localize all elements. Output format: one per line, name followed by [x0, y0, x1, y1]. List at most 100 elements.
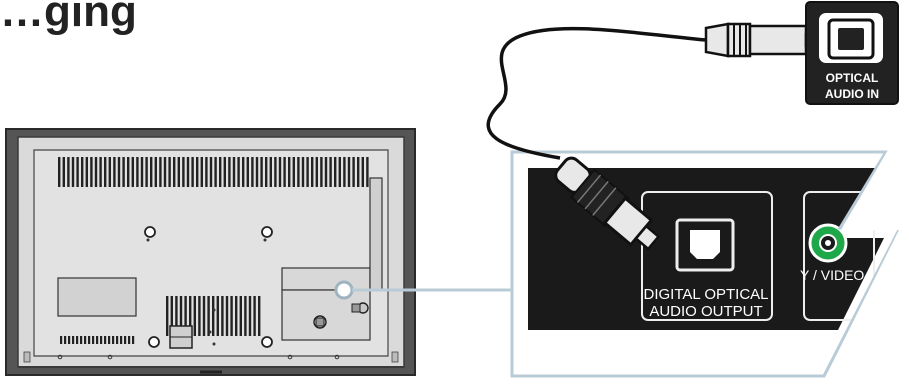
vent-slat — [182, 157, 185, 187]
vent-slat — [76, 336, 79, 344]
vent-slat — [278, 157, 282, 187]
vent-slat — [306, 157, 309, 187]
vent-slat — [212, 296, 215, 336]
vent-slat — [301, 157, 305, 187]
vent-slat — [205, 157, 208, 187]
vent-slat — [112, 336, 115, 344]
vent-slat — [338, 157, 341, 187]
vent-slat — [68, 336, 71, 344]
vent-slat — [242, 157, 245, 187]
tv-vent-lower-middle — [166, 296, 261, 336]
vent-slat — [248, 296, 252, 336]
vent-slat — [173, 157, 176, 187]
vent-slat — [343, 157, 346, 187]
vent-slat — [260, 157, 263, 187]
vent-slat — [131, 157, 134, 187]
vent-slat — [179, 296, 183, 336]
vent-slat — [198, 296, 201, 336]
tv-optical-port-marker — [334, 280, 354, 300]
vent-slat — [177, 157, 180, 187]
vent-slat — [258, 296, 261, 336]
vent-slat — [163, 157, 167, 187]
vent-slat — [232, 157, 236, 187]
vent-slat — [214, 157, 217, 187]
vent-slat — [71, 157, 75, 187]
vent-slat — [58, 157, 61, 187]
vent-slat — [239, 296, 242, 336]
vent-slat — [104, 157, 107, 187]
vent-slat — [244, 296, 247, 336]
vent-slat — [108, 336, 111, 344]
optical-cable — [486, 26, 707, 160]
vent-slat — [154, 157, 157, 187]
vent-slat — [315, 157, 318, 187]
vent-slat — [361, 157, 364, 187]
vent-slat — [209, 157, 213, 187]
vent-slat — [166, 296, 169, 336]
vent-slat — [94, 157, 98, 187]
optical-in-label-line2: AUDIO IN — [825, 87, 879, 101]
vent-slat — [99, 157, 102, 187]
vent-slat — [253, 296, 256, 336]
heading-fragment: …ging — [0, 0, 137, 36]
vent-slat — [202, 296, 206, 336]
vent-slat — [219, 157, 222, 187]
vent-slat — [347, 157, 351, 187]
port-label-line2: AUDIO OUTPUT — [649, 303, 762, 320]
digital-optical-output-housing — [641, 191, 773, 321]
vent-slat — [292, 157, 295, 187]
vent-slat — [320, 157, 323, 187]
vent-slat — [186, 157, 190, 187]
vent-slat — [216, 296, 219, 336]
vent-slat — [108, 157, 111, 187]
vent-slat — [96, 336, 99, 344]
y-video-label: Y / VIDEO — [800, 267, 864, 283]
vent-slat — [235, 296, 238, 336]
vent-slat — [168, 157, 171, 187]
vent-slat — [230, 296, 233, 336]
vent-slat — [246, 157, 249, 187]
vent-slat — [120, 336, 123, 344]
vent-slat — [122, 157, 125, 187]
mount-screw-hole — [261, 336, 273, 348]
optical-plug-device-end — [704, 22, 824, 58]
vent-slat — [132, 336, 135, 344]
vent-slat — [117, 157, 121, 187]
tv-back-view — [5, 128, 416, 376]
vent-slat — [196, 157, 199, 187]
vent-slat — [255, 157, 259, 187]
optical-in-label-line1: OPTICAL — [826, 71, 879, 85]
vent-slat — [269, 157, 272, 187]
vent-slat — [136, 157, 139, 187]
vent-slat — [207, 296, 210, 336]
vent-slat — [251, 157, 254, 187]
vent-slat — [191, 157, 194, 187]
vent-slat — [62, 157, 65, 187]
vent-slat — [76, 157, 79, 187]
vent-slat — [237, 157, 240, 187]
vent-slat — [92, 336, 95, 344]
vent-slat — [225, 296, 229, 336]
vent-slat — [200, 157, 203, 187]
vent-slat — [124, 336, 127, 344]
vent-slat — [265, 157, 268, 187]
tv-vent-top — [58, 157, 369, 187]
vent-slat — [128, 336, 131, 344]
optical-plug-tv-end — [554, 156, 661, 251]
vent-slat — [127, 157, 130, 187]
vent-slat — [228, 157, 231, 187]
vent-slat — [140, 157, 144, 187]
vent-slat — [297, 157, 300, 187]
vent-slat — [80, 336, 83, 344]
vent-slat — [81, 157, 84, 187]
vent-slat — [175, 296, 178, 336]
mount-screw-hole — [144, 226, 156, 238]
optical-audio-in-box — [805, 1, 899, 105]
vent-slat — [100, 336, 103, 344]
vent-slat — [60, 336, 63, 344]
mount-screw-hole — [261, 226, 273, 238]
tv-terminal-panel — [281, 267, 371, 291]
rating-label-plate — [57, 277, 137, 317]
vent-slat — [184, 296, 187, 336]
